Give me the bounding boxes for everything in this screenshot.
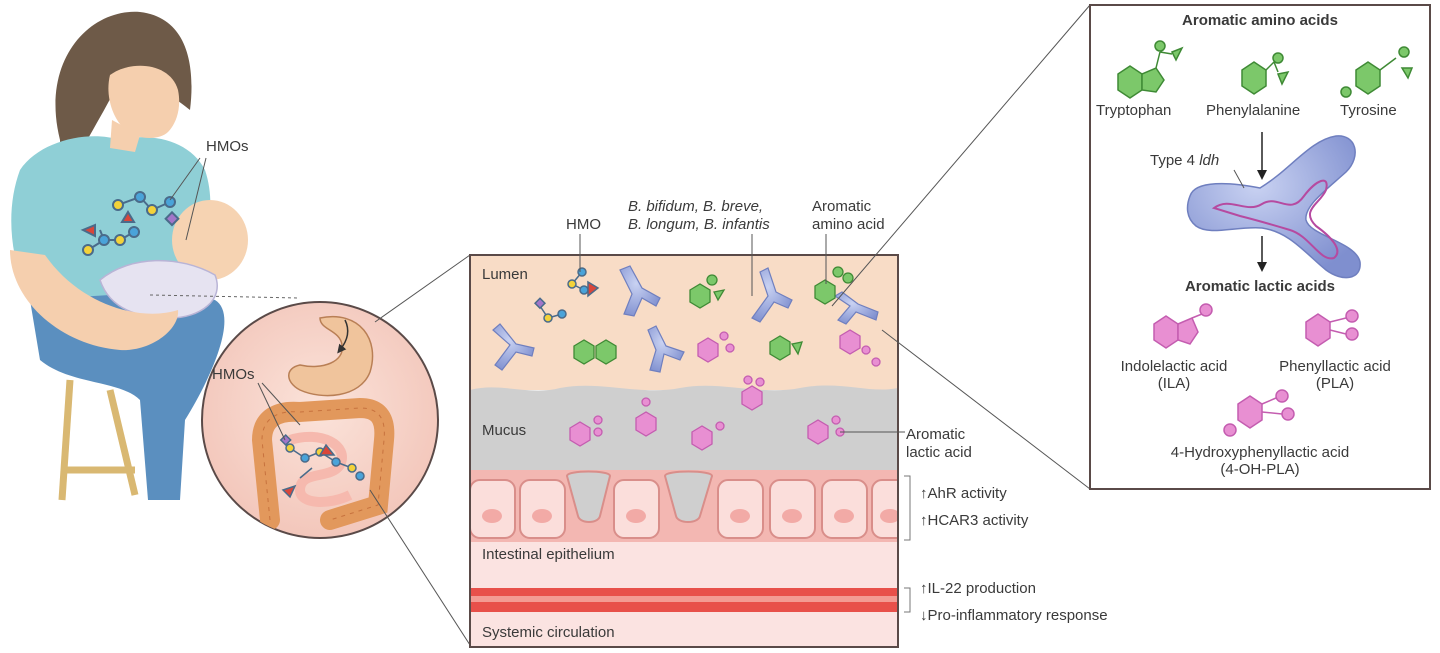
ohpla-abbr: (4-OH-PLA) [1220, 461, 1300, 478]
epithelial-cells [470, 470, 898, 539]
zoom-guide-inset-bottom [881, 329, 1091, 490]
bifidobacterium-large [1186, 135, 1361, 279]
zoom-guide-bottom [369, 489, 471, 646]
amino-acids-lumen [573, 266, 854, 365]
bacteria-label-line2: B. longum, B. infantis [628, 216, 770, 233]
gut-cross-section [470, 255, 898, 647]
circulation-label: Systemic circulation [482, 624, 615, 641]
aromatic-amino-label-line2: amino acid [812, 216, 885, 233]
inset-title-amino: Aromatic amino acids [1182, 12, 1338, 29]
pla-abbr: (PLA) [1315, 375, 1355, 392]
ila-abbr: (ILA) [1157, 375, 1191, 392]
jeans [30, 286, 225, 500]
lumen-layer [470, 255, 898, 390]
baby-body [99, 259, 218, 319]
tryptophan-label: Tryptophan [1096, 102, 1172, 119]
enzyme-label: Type 4 ldh [1150, 152, 1220, 169]
aromatic-lactic-label-line2: lactic acid [906, 444, 972, 461]
lumen-label: Lumen [482, 266, 528, 283]
ohpla-name: 4-Hydroxyphenyllactic acid [1170, 444, 1350, 461]
phenylalanine-label: Phenylalanine [1206, 102, 1301, 119]
bacteria-label-line1: B. bifidum, B. breve, [628, 198, 764, 215]
effect-il22: ↑IL-22 production [920, 580, 1036, 597]
hmo-molecules-gut [279, 433, 365, 499]
cell-nuclei [482, 509, 898, 523]
tyrosine-label: Tyrosine [1340, 102, 1397, 119]
zoom-guide-top [374, 254, 471, 323]
mucus-label: Mucus [482, 422, 527, 439]
effect-ahr: ↑AhR activity [920, 485, 1007, 502]
chair [58, 379, 139, 501]
bacteria-group [492, 265, 879, 373]
inset-lactic-structures [1153, 303, 1359, 437]
hair [55, 11, 192, 190]
zoom-guide-dashed [149, 294, 301, 299]
inset-amino-structures [1117, 40, 1414, 99]
hmo-molecules-mother [80, 191, 180, 256]
mother-illustration [10, 11, 248, 501]
panel-border [469, 254, 899, 648]
hmo-molecules-lumen [533, 267, 600, 323]
inset-title-lactic: Aromatic lactic acids [1184, 278, 1336, 295]
gut-magnifier [201, 301, 439, 539]
mucus-layer [470, 385, 898, 470]
effect-hcar3: ↑HCAR3 activity [920, 512, 1029, 529]
pla-name: Phenyllactic acid [1279, 358, 1391, 375]
small-intestine [288, 431, 353, 507]
mother-arm [10, 250, 179, 351]
aromatic-amino-label-line1: Aromatic [812, 198, 872, 215]
shirt [11, 136, 211, 300]
bacterium-dna [1211, 179, 1339, 260]
hmo-label-gut: HMOs [212, 366, 255, 383]
hmo-label-mother: HMOs [206, 138, 249, 155]
lactic-acids [569, 329, 881, 451]
aromatic-lactic-label-line1: Aromatic [906, 426, 966, 443]
epithelium-label: Intestinal epithelium [482, 546, 615, 563]
face [108, 65, 180, 138]
neck [110, 120, 140, 152]
zoom-guide-inset-top [831, 4, 1091, 307]
ila-name: Indolelactic acid [1120, 358, 1228, 375]
hmo-label: HMO [566, 216, 601, 233]
effect-inflammatory: ↓Pro-inflammatory response [920, 607, 1108, 624]
